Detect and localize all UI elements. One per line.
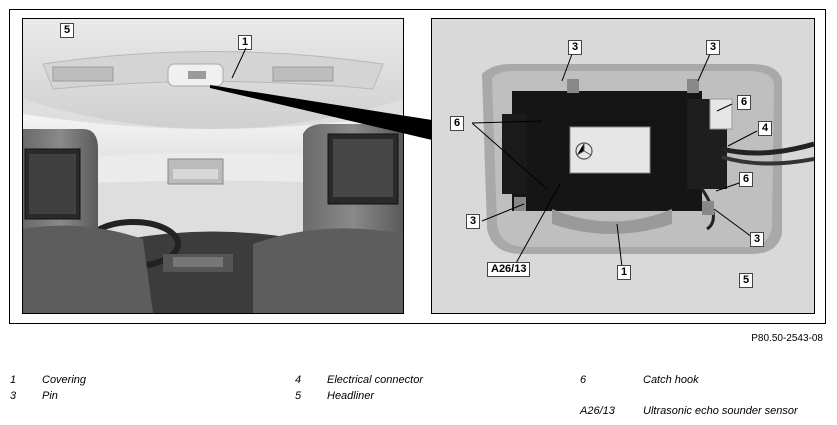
callout-pin-top-left: 3 [568,40,583,55]
legend-number: A26/13 [580,405,615,417]
callout-catch-hook-left: 6 [450,116,465,131]
callout-sensor: A26/13 [487,262,531,277]
callout-catch-hook-right: 6 [739,172,754,187]
legend-label: Headliner [327,390,375,402]
callout-connector: 4 [758,121,773,136]
legend-label: Covering [42,374,87,386]
callout-headliner: 5 [739,273,754,288]
legend-number: 1 [10,374,17,386]
figure-reference: P80.50-2543-08 [751,333,823,344]
legend-number: 4 [295,374,302,386]
legend-label: Ultrasonic echo sounder sensor [643,405,798,417]
legend-number: 6 [580,374,587,386]
legend-number: 3 [10,390,17,402]
callout-pin-top-right: 3 [706,40,721,55]
callout-covering: 1 [617,265,632,280]
sensor-photo [431,18,815,314]
left-callout-headliner: 5 [60,23,75,38]
callout-pin-right: 3 [750,232,765,247]
legend-label: Pin [42,390,58,402]
callout-pin-left: 3 [466,214,481,229]
legend-label: Catch hook [643,374,699,386]
callout-catch-hook-top-right: 6 [737,95,752,110]
legend-label: Electrical connector [327,374,423,386]
legend-number: 5 [295,390,302,402]
